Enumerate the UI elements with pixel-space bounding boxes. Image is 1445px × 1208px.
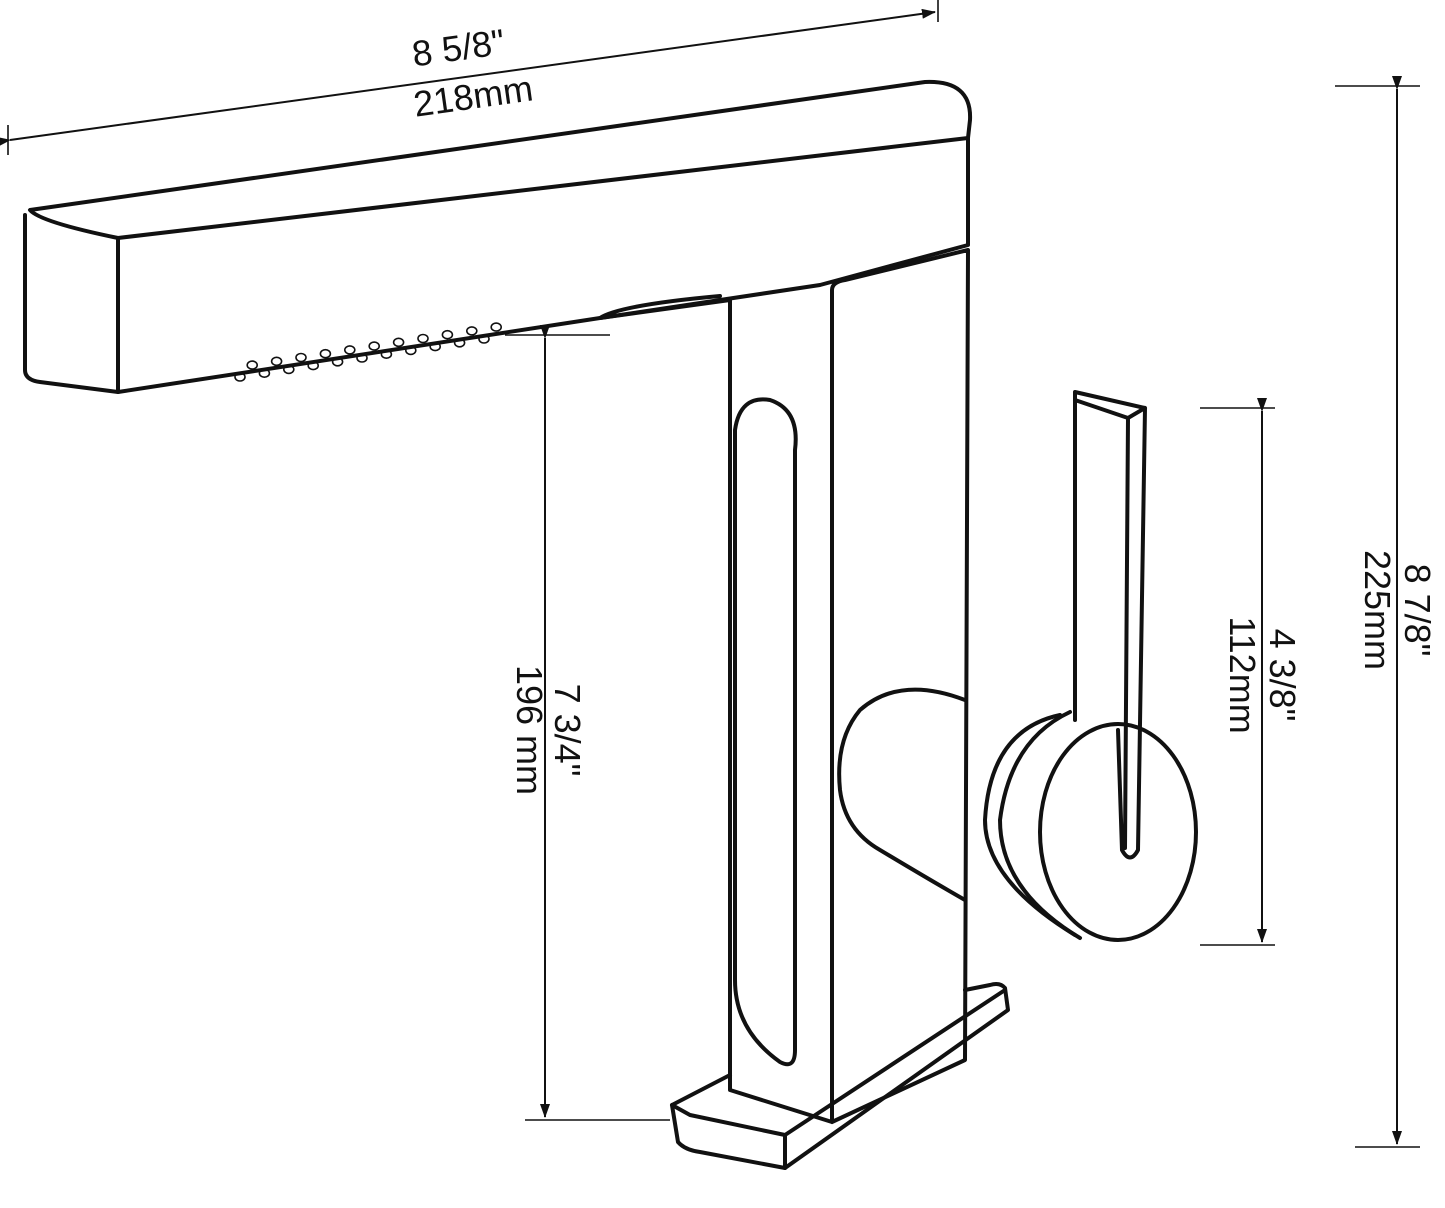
nozzle-dot <box>282 364 295 375</box>
spout-length-mm: 218mm <box>411 67 536 124</box>
nozzle-dot <box>246 360 258 370</box>
spout-front-face <box>23 213 120 394</box>
spout-height-mm: 196 mm <box>509 665 550 795</box>
spout-height-inches: 7 3/4" <box>547 684 588 777</box>
base-plate-top-edge <box>670 988 1007 1137</box>
dimension-handle-height: 4 3/8" 112mm <box>1200 398 1303 946</box>
dimension-spout-length: 8 5/8" 218mm <box>0 0 939 155</box>
nozzle-dot <box>441 329 454 340</box>
spout-side-face <box>598 136 970 320</box>
nozzle-dot <box>490 322 503 332</box>
nozzle-dot <box>307 360 320 371</box>
handle-collar <box>983 713 1077 937</box>
nozzle-dot <box>478 334 490 344</box>
nozzle-dot <box>453 337 466 348</box>
nozzle-dot <box>404 345 417 356</box>
nozzle-dot <box>465 326 478 336</box>
handle-height-inches: 4 3/8" <box>1262 629 1303 722</box>
body-slot <box>733 397 798 1067</box>
nozzle-dot <box>368 341 381 351</box>
nozzle-dot <box>295 352 307 363</box>
nozzle-dot <box>380 349 393 360</box>
nozzle-dot <box>392 337 405 348</box>
nozzle-dot <box>331 356 344 367</box>
dimension-total-height: 8 7/8" 225mm <box>1335 76 1438 1148</box>
spray-nozzles <box>234 322 503 382</box>
nozzle-dot <box>343 345 356 355</box>
total-height-inches: 8 7/8" <box>1397 564 1438 657</box>
nozzle-dot <box>417 333 429 344</box>
nozzle-dot <box>234 372 246 382</box>
dimension-spout-height: 7 3/4" 196 mm <box>505 325 670 1121</box>
handle-height-mm: 112mm <box>1222 616 1263 733</box>
nozzle-dot <box>258 368 271 379</box>
faucet-drawing <box>23 79 1198 1170</box>
total-height-mm: 225mm <box>1357 550 1398 670</box>
spout-length-inches: 8 5/8" <box>409 21 507 75</box>
handle-lever <box>1073 390 1147 860</box>
nozzle-dot <box>319 348 332 359</box>
nozzle-dot <box>429 341 442 352</box>
handle-cylinder <box>837 687 967 902</box>
nozzle-dot <box>356 353 368 363</box>
handle-cap <box>1038 722 1198 942</box>
base-plate <box>670 982 1010 1170</box>
faucet-body <box>728 248 970 1124</box>
handle-collar-inner <box>998 710 1082 940</box>
nozzle-dot <box>270 356 283 367</box>
